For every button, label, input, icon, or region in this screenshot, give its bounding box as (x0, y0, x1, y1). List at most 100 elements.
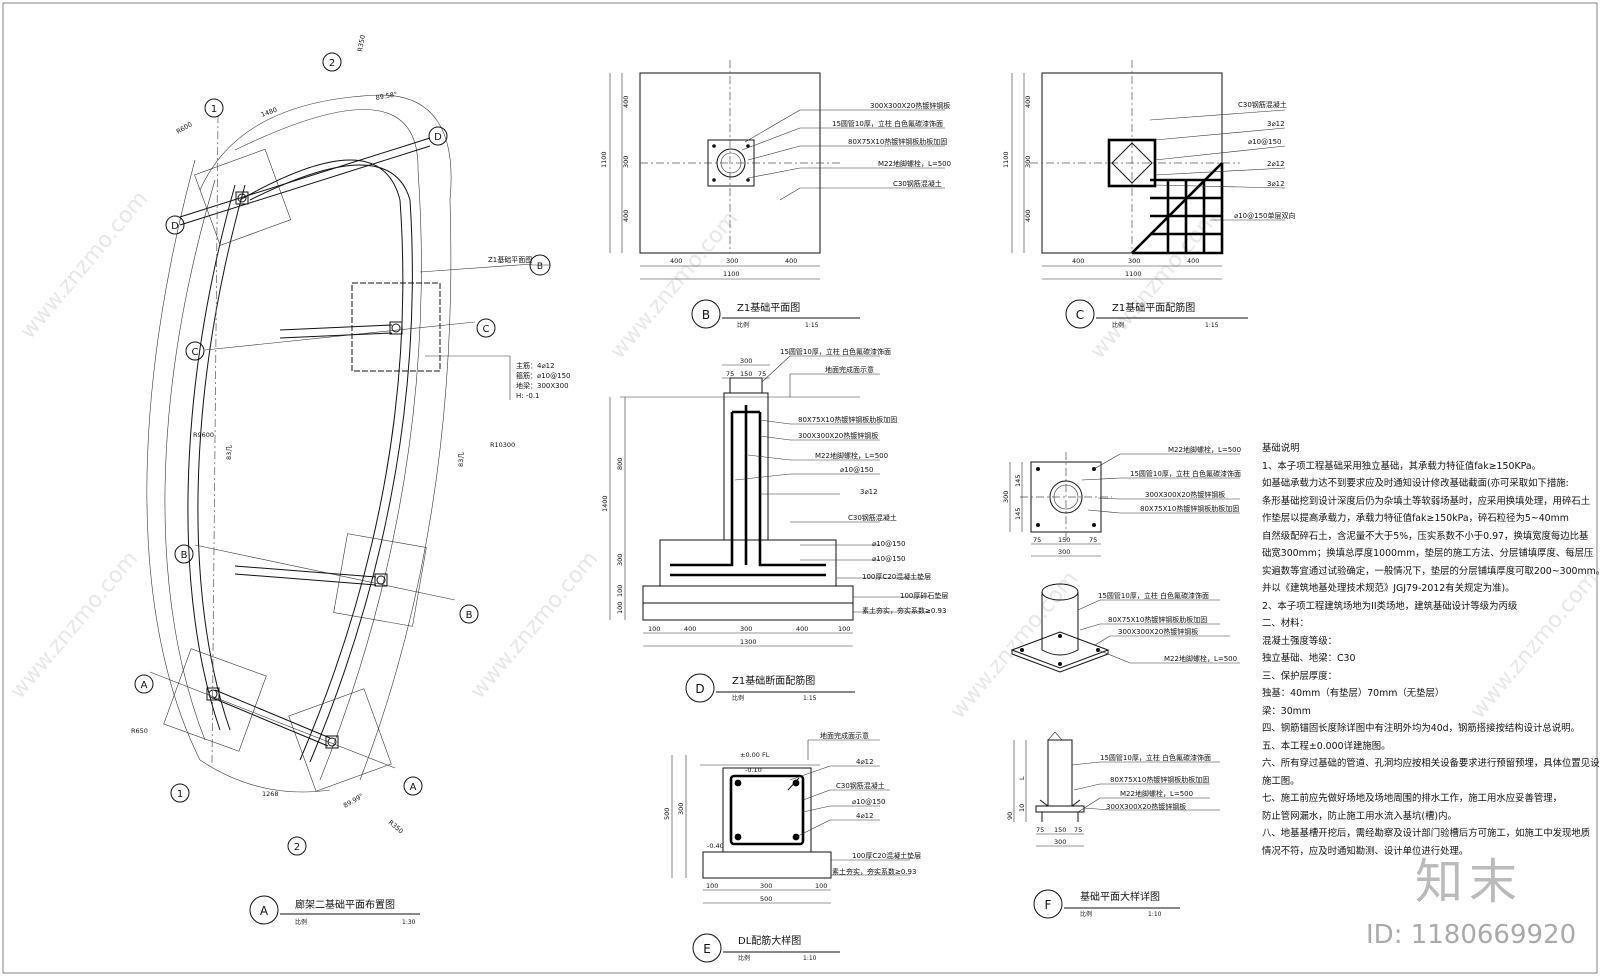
section-d-dim-v: 100 (616, 602, 624, 614)
section-d-label: 100厚C20混凝土垫层 (862, 572, 931, 581)
plan-c-title: Z1基础平面配筋图 (1112, 301, 1195, 314)
plan-a-letter: A (260, 904, 269, 918)
notes-line: 防止管网漏水，防止施工用水流入基坑(槽)内。 (1262, 810, 1457, 822)
detail-f-top-label: 80X75X10热镀锌钢板肋板加固 (1140, 504, 1239, 513)
detail-f-dim-h: 150 (1058, 536, 1070, 544)
detail-e-beam-rebar: 300 500 100 300 100 500 地面完成面示意 ±0.00 FL… (663, 731, 921, 963)
plan-b-scale: 1:15 (805, 322, 819, 329)
detail-f-title: 基础平面大样详图 (1080, 890, 1160, 903)
section-d-label: 80X75X10热镀锌钢板肋板加固 (798, 415, 897, 424)
rebar-note: 地梁：300X300 (516, 381, 569, 390)
section-d-label: 100厚碎石垫层 (900, 591, 948, 600)
plan-b-letter: B (702, 308, 710, 322)
scale-label: 比例 (738, 954, 750, 962)
section-d-dim-v: 300 (616, 554, 624, 566)
axis-label-b-left: B (181, 550, 188, 561)
notes-line: 1、本子项工程基础采用独立基础，其承载力特征值fak≥150KPa。 (1262, 460, 1541, 472)
watermark-id: ID: 1180669920 (1366, 920, 1577, 950)
detail-f-letter: F (1045, 898, 1052, 912)
axis-label-a-right: A (410, 782, 417, 793)
scale-label: 比例 (732, 694, 744, 702)
radius-label: R10300 (490, 441, 515, 449)
section-d-dim-v-total: 1400 (601, 495, 609, 512)
notes-line: 如基础承载力达不到要求应及时通知设计修改基础截面(亦可采取如下措施: (1262, 478, 1569, 489)
detail-e-dim-v: 500 (663, 808, 671, 820)
rebar-note: H: -0.1 (516, 392, 540, 400)
notes-line: 并以《建筑地基处理技术规范》JGJ79-2012有关规定为准)。 (1262, 583, 1515, 594)
scale-label: 比例 (1080, 910, 1092, 918)
watermark-text: www.znzmo.com (945, 566, 1083, 723)
detail-e-label: ±0.00 FL (740, 751, 770, 759)
scale-label: 比例 (295, 918, 307, 926)
plan-b-z1-plan: 300X300X20热镀锌钢板 15圆管10厚，立柱 白色氟碳漆饰面 80X75… (600, 60, 951, 329)
radius-label: R350 (387, 818, 405, 835)
section-d-label: ⌀10@150 (872, 555, 905, 563)
plan-a-scale: 1:30 (402, 919, 416, 926)
detail-f-iso-label: 15圆管10厚，立柱 白色氟碳漆饰面 (1098, 591, 1209, 600)
plan-b-dim-h: 400 (670, 257, 682, 265)
section-d-label: ⌀10@150 (872, 540, 905, 548)
detail-f-dim-v: 145 (1014, 475, 1022, 487)
axis-label-1-top: 1 (211, 104, 217, 115)
plan-c-label: C30钢筋混凝土 (1238, 100, 1287, 109)
detail-f-elev-label: 15圆管10厚，立柱 白色氟碳漆饰面 (1100, 753, 1211, 762)
notes-line: 六、所有穿过基础的管道、孔洞均应按相关设备要求进行预留预埋，具体位置见设备 (1262, 758, 1600, 769)
dimension-label: 1268 (262, 790, 279, 798)
detail-f-elev-dim-h-total: 300 (1054, 838, 1066, 846)
detail-f-elev-label: 300X300X20热镀锌钢板 (1106, 802, 1186, 811)
plan-c-letter: C (1076, 308, 1084, 322)
notes-line: 实遍数等宜通过试验确定，一般情况下，垫层的分层铺填厚度可取200~300mm。 (1262, 565, 1600, 577)
notes-line: 三、保护层厚度： (1262, 670, 1338, 682)
section-d-scale: 1:15 (803, 695, 817, 702)
rebar-note: 箍筋：⌀10@150 (516, 371, 570, 380)
detail-e-label: 100厚C20混凝土垫层 (852, 851, 921, 860)
detail-f-top-label: M22地脚螺栓，L=500 (1168, 445, 1241, 454)
angle-label: 89.99° (342, 792, 365, 810)
section-d-label: 素土夯实，夯实系数≥0.93 (862, 606, 946, 615)
detail-f-elev-label: 80X75X10热镀锌钢板肋板加固 (1110, 775, 1209, 784)
axis-label-c-right: C (483, 324, 490, 335)
radius-label: R350 (356, 34, 367, 52)
plan-c-dim-v: 400 (1024, 96, 1032, 108)
detail-f-base-plate: M22地脚螺栓，L=500 15圆管10厚，立柱 白色氟碳漆饰面 300X300… (1002, 445, 1241, 919)
plan-c-dim-h-total: 1100 (1125, 270, 1142, 278)
detail-f-top-label: 15圆管10厚，立柱 白色氟碳漆饰面 (1130, 469, 1241, 478)
notes-line: 自然级配碎石土，含泥量不大于5%，压实系数不小于0.97，换填宽度每边比基 (1262, 530, 1589, 542)
detail-e-label: -0.40 (707, 842, 724, 850)
detail-f-elev-label: M22地脚螺栓，L=500 (1120, 789, 1193, 798)
detail-e-label: 地面完成面示意 (820, 731, 869, 740)
section-d-label: M22地脚螺栓，L=500 (815, 451, 888, 460)
detail-f-elev-dim-h: 75 (1074, 826, 1082, 834)
radius-label: R650 (131, 727, 148, 735)
plan-c-label: 3⌀12 (1267, 120, 1285, 128)
detail-f-dim-h-total: 300 (1058, 548, 1070, 556)
notes-line: 七、施工前应先做好场地及场地周围的排水工作，施工用水应妥善管理， (1262, 793, 1563, 804)
watermark-text: www.znzmo.com (5, 546, 143, 703)
detail-e-label: -0.10 (745, 766, 762, 774)
ref-letter: B (537, 262, 543, 272)
section-d-dim-top: 75 (758, 370, 766, 378)
section-d-dim-h: 100 (648, 625, 660, 633)
axis-label-1-bottom: 1 (177, 789, 183, 800)
plan-c-label: ⌀10@150 (1248, 138, 1281, 146)
detail-f-iso-label: M22地脚螺栓，L=500 (1164, 654, 1237, 663)
detail-f-elev-dim-v: 90 (1006, 812, 1014, 820)
detail-e-label: 4⌀12 (856, 812, 874, 820)
scale-label: 比例 (1112, 321, 1124, 329)
axis-label-c-left: C (192, 347, 199, 358)
section-d-label: ⌀10@150 (840, 466, 873, 474)
section-d-z1-rebar-section: 800 300 100 100 1400 300 75 150 75 100 4… (601, 347, 948, 703)
axis-label-2-bottom: 2 (294, 842, 300, 853)
section-d-dim-v: 100 (616, 585, 624, 597)
detail-f-elev-dim-v: L (1018, 776, 1026, 780)
foundation-notes: 基础说明 1、本子项工程基础采用独立基础，其承载力特征值fak≥150KPa。 … (1262, 440, 1600, 860)
section-d-label: 300X300X20热镀锌钢板 (798, 431, 878, 440)
section-d-dim-total: 1300 (740, 638, 757, 646)
section-d-dim-top: 150 (740, 370, 752, 378)
plan-b-label: C30钢筋混凝土 (893, 179, 942, 188)
plan-b-title: Z1基础平面图 (737, 301, 800, 314)
radius-label: R600 (175, 120, 194, 135)
watermark-logo: 知末 (1415, 854, 1524, 910)
detail-e-dim-total: 500 (760, 895, 772, 903)
